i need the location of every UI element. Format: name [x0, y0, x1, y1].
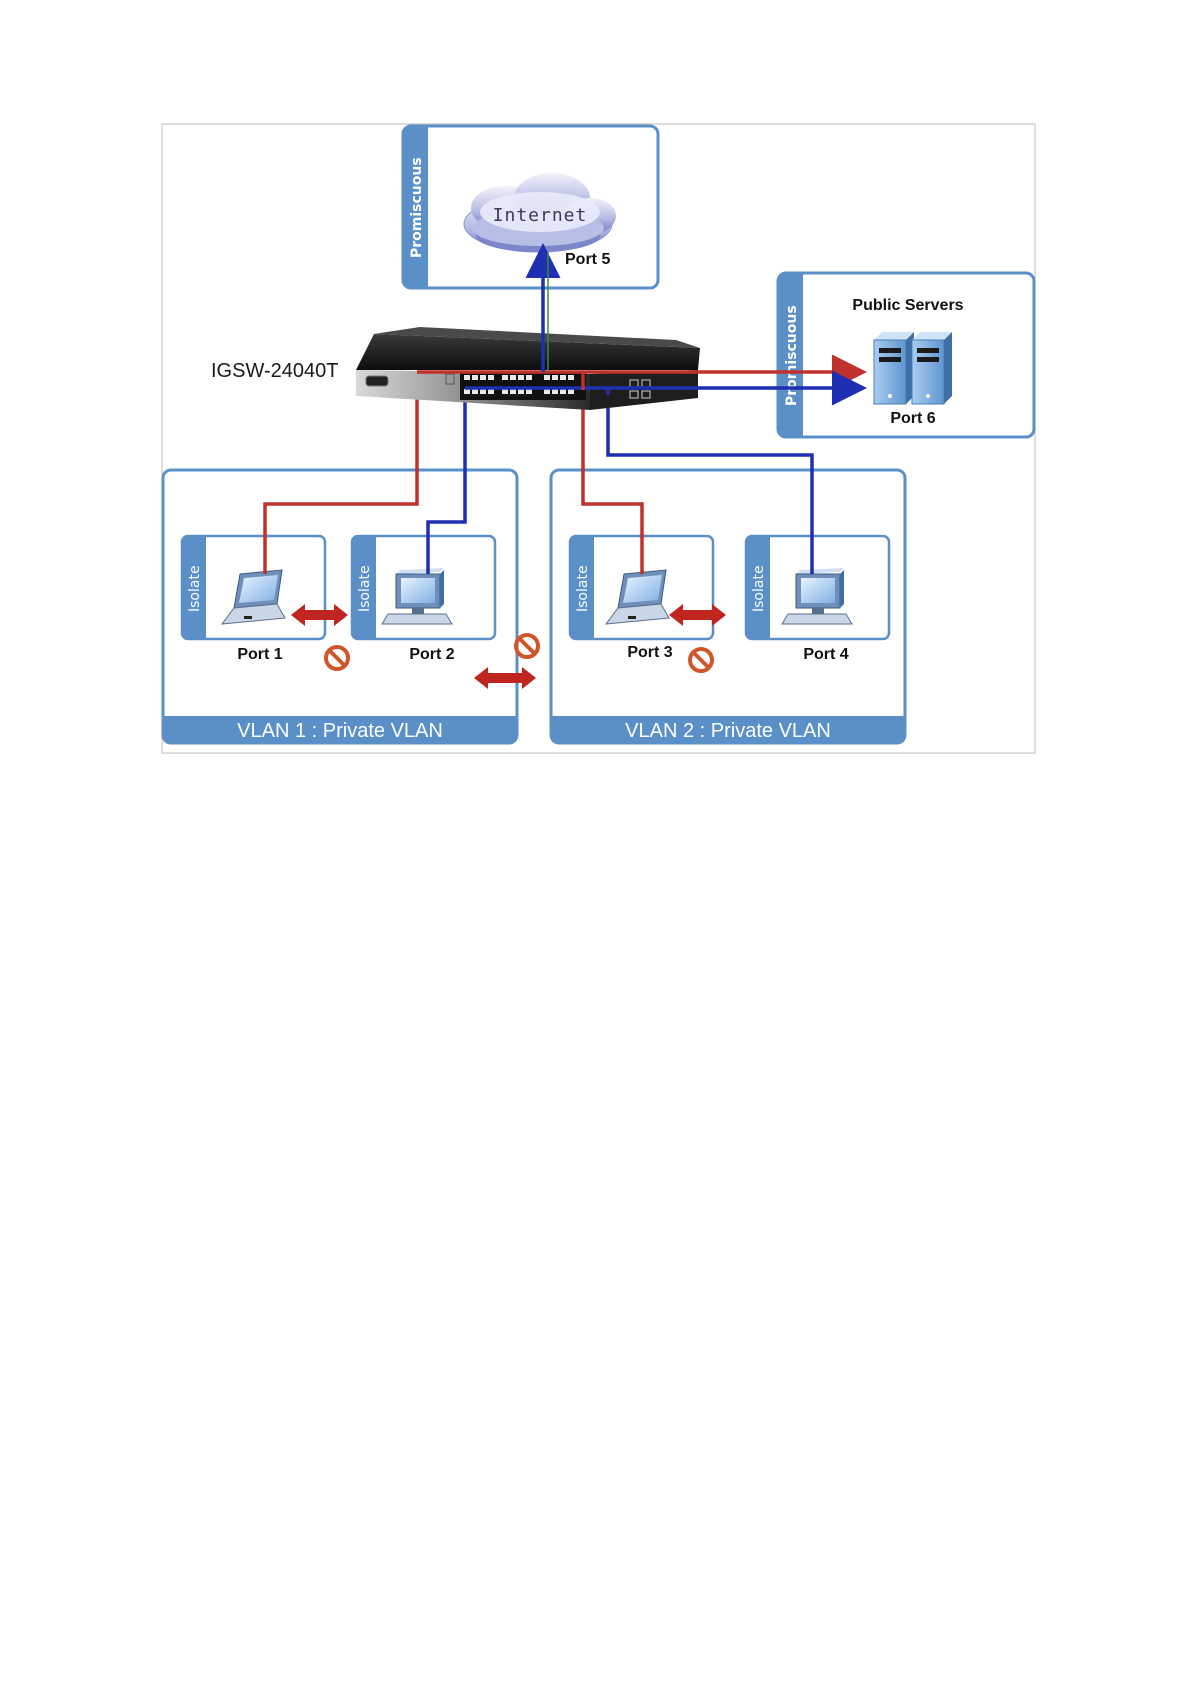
internet-zone: Promiscuous Internet Port 5	[403, 126, 658, 288]
host-2-side-label: Isolate	[357, 565, 373, 612]
internet-zone-side-label: Promiscuous	[409, 157, 425, 258]
vlan-1-label: VLAN 1 : Private VLAN	[237, 720, 443, 742]
switch-icon	[356, 327, 700, 410]
host-4-side-label: Isolate	[751, 565, 767, 612]
port-5-label: Port 5	[565, 251, 610, 268]
servers-zone: Promiscuous Public Servers Port 6	[778, 273, 1034, 437]
port-3-label: Port 3	[627, 644, 672, 661]
port-1-label: Port 1	[237, 646, 282, 663]
port-6-label: Port 6	[890, 410, 935, 427]
host-3-side-label: Isolate	[575, 565, 591, 612]
cloud-label: Internet	[493, 205, 588, 226]
device-name: IGSW-24040T	[211, 360, 338, 382]
host-1-side-label: Isolate	[187, 565, 203, 612]
servers-zone-side-label: Promiscuous	[784, 305, 800, 406]
vlan-2-label: VLAN 2 : Private VLAN	[625, 720, 831, 742]
servers-title: Public Servers	[852, 297, 963, 314]
port-2-label: Port 2	[409, 646, 454, 663]
server-icon	[912, 332, 952, 404]
server-icon	[874, 332, 914, 404]
port-4-label: Port 4	[803, 646, 848, 663]
